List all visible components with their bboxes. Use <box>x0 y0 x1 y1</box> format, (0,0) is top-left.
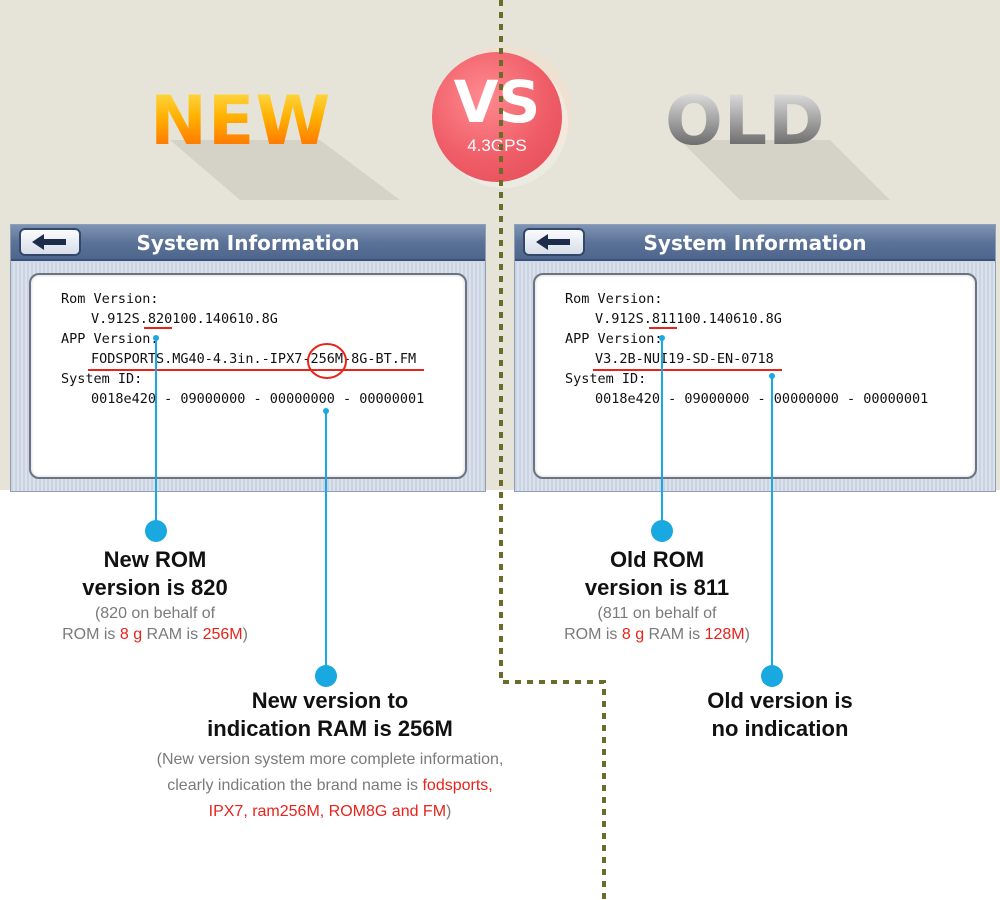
caption-text: clearly indication the brand name is <box>167 777 423 794</box>
caption-detail-line: clearly indication the brand name is fod… <box>110 773 550 799</box>
arrow-left-icon <box>32 234 66 250</box>
caption-text: RAM is <box>142 626 203 643</box>
old-app-anchor-dot <box>769 373 775 379</box>
caption-line: indication RAM is 256M <box>207 716 453 741</box>
caption-text: ROM is <box>564 626 622 643</box>
caption-text: ROM is <box>62 626 120 643</box>
rom-label: Rom Version: <box>61 291 159 307</box>
caption-detail-line: IPX7, ram256M, ROM8G and FM) <box>110 799 550 825</box>
sysid-value: 0018e420 - 09000000 - 00000000 - 0000000… <box>595 391 929 407</box>
back-button[interactable] <box>19 228 81 256</box>
arrow-left-icon <box>536 234 570 250</box>
rom-size-highlight: 8 g <box>119 626 143 643</box>
app-label: APP Version: <box>61 331 159 347</box>
ram-size-highlight: 256M <box>202 626 243 643</box>
new-shadow-decoration <box>170 140 400 200</box>
caption-line: Old ROM <box>609 547 705 572</box>
rom-value: V.912S.811100.140610.8G <box>595 311 782 327</box>
old-system-info-window: System Information Rom Version: V.912S.8… <box>514 224 996 492</box>
vs-sublabel: 4.3GPS <box>467 136 527 155</box>
new-ram-caption-detail: (New version system more complete inform… <box>110 747 550 825</box>
old-rom-caption-detail: (811 on behalf of ROM is 8 g RAM is 128M… <box>502 603 812 645</box>
new-ram-callout-dot <box>315 665 337 687</box>
caption-line: no indication <box>711 716 849 741</box>
old-app-caption-title: Old version is no indication <box>640 687 920 743</box>
sysid-label: System ID: <box>565 371 647 387</box>
old-app-callout-dot <box>761 665 783 687</box>
new-system-info-window: System Information Rom Version: V.912S.8… <box>10 224 486 492</box>
caption-detail-line: ROM is 8 g RAM is 128M) <box>502 624 812 645</box>
panel-header: System Information <box>515 225 995 261</box>
new-rom-callout-dot <box>145 520 167 542</box>
old-rom-caption-title: Old ROM version is 811 <box>512 546 802 602</box>
old-rom-callout-dot <box>651 520 673 542</box>
ram-size-highlight: 128M <box>704 626 745 643</box>
features-highlight: IPX7, ram256M, ROM8G and FM <box>208 803 447 820</box>
new-ram-anchor-dot <box>323 408 329 414</box>
rom-value: V.912S.820100.140610.8G <box>91 311 278 327</box>
back-button[interactable] <box>523 228 585 256</box>
old-rom-anchor-dot <box>659 335 665 341</box>
new-rom-caption-detail: (820 on behalf of ROM is 8 g RAM is 256M… <box>10 603 300 645</box>
caption-detail-line: (820 on behalf of <box>94 605 216 622</box>
caption-detail-line: (New version system more complete inform… <box>156 751 504 768</box>
new-rom-caption-title: New ROM version is 820 <box>20 546 290 602</box>
caption-line: Old version is <box>707 688 853 713</box>
old-shadow-decoration <box>680 140 890 200</box>
info-box: Rom Version: V.912S.811100.140610.8G APP… <box>533 273 977 479</box>
sysid-value: 0018e420 - 09000000 - 00000000 - 0000000… <box>91 391 425 407</box>
caption-text: ) <box>744 626 750 643</box>
rom-label: Rom Version: <box>565 291 663 307</box>
panel-title: System Information <box>643 231 867 255</box>
info-box: Rom Version: V.912S.820100.140610.8G APP… <box>29 273 467 479</box>
vs-badge: VS 4.3GPS <box>432 52 562 182</box>
caption-line: version is 820 <box>82 575 228 600</box>
new-rom-anchor-dot <box>153 335 159 341</box>
vs-label: VS <box>453 68 541 136</box>
panel-title: System Information <box>136 231 360 255</box>
sysid-label: System ID: <box>61 371 143 387</box>
rom-size-highlight: 8 g <box>621 626 645 643</box>
app-label: APP Version: <box>565 331 663 347</box>
caption-line: New ROM <box>103 547 207 572</box>
caption-detail-line: (811 on behalf of <box>597 605 717 622</box>
caption-line: version is 811 <box>584 575 730 600</box>
caption-line: New version to <box>251 688 409 713</box>
brand-highlight: fodsports, <box>422 777 493 794</box>
caption-text: RAM is <box>644 626 705 643</box>
app-value: FODSPORTS.MG40-4.3in.-IPX7-256M-8G-BT.FM <box>91 351 417 367</box>
panel-header: System Information <box>11 225 485 261</box>
caption-text: ) <box>446 803 452 820</box>
new-ram-caption-title: New version to indication RAM is 256M <box>160 687 500 743</box>
caption-detail-line: ROM is 8 g RAM is 256M) <box>10 624 300 645</box>
caption-text: ) <box>242 626 248 643</box>
old-heading: OLD <box>665 82 826 161</box>
app-value: V3.2B-NUI19-SD-EN-0718 <box>595 351 774 367</box>
new-heading: NEW <box>150 82 332 161</box>
